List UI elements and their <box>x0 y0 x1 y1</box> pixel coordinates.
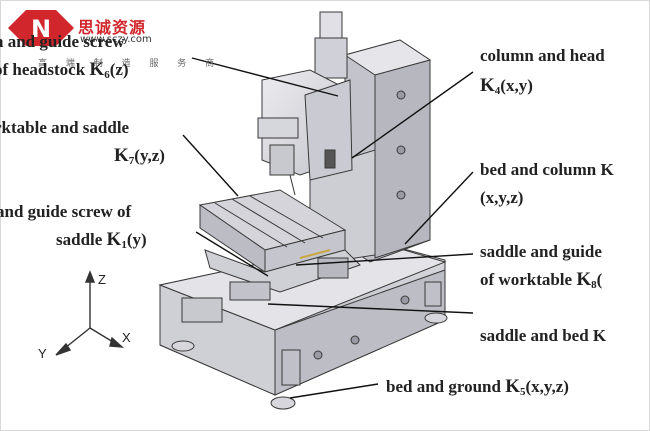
bed <box>158 239 447 396</box>
label-bed-column-line1: bed and column K <box>480 160 614 179</box>
leader-lines <box>182 57 474 399</box>
headstock <box>257 11 353 196</box>
axis-x-label: X <box>122 330 131 345</box>
label-saddle-guide-line2: of worktable K8( <box>480 269 603 292</box>
label-saddle-screw-line2: saddle K1(y) <box>56 229 147 252</box>
worktable <box>198 189 347 273</box>
label-saddle-bed: saddle and bed K <box>480 326 607 345</box>
brand-logo: N <box>8 10 74 46</box>
label-bed-column-line2: (x,y,z) <box>480 188 524 207</box>
axis-y-label: Y <box>38 346 47 361</box>
label-saddle-screw-line1: and guide screw of <box>0 202 132 221</box>
axes <box>55 270 125 356</box>
label-saddle-guide-line1: saddle and guide <box>480 242 602 261</box>
label-bed-ground: bed and ground K5(x,y,z) <box>386 376 569 399</box>
brand-url: www.sczy.com <box>80 34 152 45</box>
label-headstock-line1: n and guide screw <box>0 32 125 51</box>
feet <box>171 312 448 410</box>
label-worktable-line1: rktable and saddle <box>0 118 130 137</box>
label-headstock-line2: of headstock K6(z) <box>0 59 129 82</box>
brand-tagline: 高 端 制 造 服 务 商 <box>38 59 223 69</box>
axis-z-label: Z <box>98 272 106 287</box>
svg-text:N: N <box>31 15 51 43</box>
brand-name-cn: 思诚资源 <box>78 18 147 37</box>
label-column-line2: K4(x,y) <box>480 75 533 98</box>
label-worktable-line2: K7(y,z) <box>114 145 165 168</box>
label-column-line1: column and head <box>480 46 605 65</box>
